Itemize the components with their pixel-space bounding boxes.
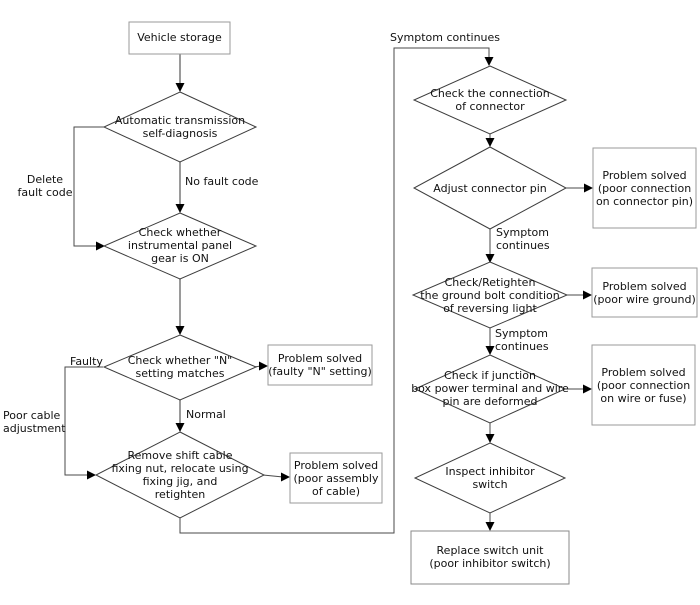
arrowhead-into-solvedcable	[281, 472, 290, 482]
check-ground-diamond	[411, 261, 569, 329]
poor-cable-adjustment-label: Poor cable adjustment	[3, 409, 66, 435]
vehicle-storage-label: Vehicle storage	[137, 31, 222, 44]
inspect-switch-label: Inspect inhibitor switch	[445, 465, 535, 491]
solved-cable-box	[289, 452, 383, 504]
no-fault-code-label: No fault code	[185, 175, 259, 188]
check-panel-diamond	[102, 212, 258, 280]
solved-n-label: Problem solved (faulty "N" setting)	[268, 352, 372, 378]
arrowhead-into-panel	[175, 204, 185, 213]
replace-switch-label: Replace switch unit (poor inhibitor swit…	[429, 544, 551, 570]
replace-switch-box	[410, 530, 570, 585]
symptom-continues-mid2-label: Symptom continues	[495, 327, 549, 353]
connector-delete-fault-loop	[73, 126, 106, 247]
symptom-continues-mid1-label: Symptom continues	[496, 226, 550, 252]
arrowhead-loop-into-panel	[96, 241, 105, 251]
check-junction-diamond	[413, 354, 567, 424]
arrowhead-into-solvedfuse	[583, 384, 592, 394]
remove-cable-label: Remove shift cable fixing nut, relocate …	[111, 449, 249, 501]
check-junction-label: Check if junction box power terminal and…	[411, 369, 569, 408]
autodiag-diamond	[102, 91, 258, 163]
solved-pin-box	[592, 147, 697, 229]
autodiag-label: Automatic transmission self-diagnosis	[114, 114, 246, 140]
arrowhead-into-checkn	[175, 326, 185, 335]
check-panel-label: Check whether instrumental panel gear is…	[127, 226, 233, 265]
adjust-pin-diamond	[412, 146, 568, 230]
solved-fuse-label: Problem solved (poor connection on wire …	[596, 366, 691, 405]
solved-pin-label: Problem solved (poor connection on conne…	[595, 169, 694, 208]
delete-fault-code-label: Delete fault code	[17, 173, 73, 199]
solved-cable-label: Problem solved (poor assembly of cable)	[293, 459, 379, 498]
check-connection-label: Check the connection of connector	[430, 87, 550, 113]
arrowhead-into-junction	[485, 346, 495, 355]
arrowhead-into-adjustpin	[485, 138, 495, 147]
symptom-continues-top-label: Symptom continues	[390, 31, 501, 44]
solved-ground-box	[591, 267, 698, 318]
solved-n-box	[267, 344, 373, 386]
normal-label: Normal	[186, 408, 226, 421]
check-connection-diamond	[412, 65, 568, 135]
arrowhead-into-solvedground	[583, 290, 592, 300]
check-ground-label: Check/Retighten the ground bolt conditio…	[420, 276, 560, 315]
connector-symptom-continues-long	[179, 47, 490, 534]
arrowhead-branch-into-removecable	[87, 470, 96, 480]
connector-faulty-branch	[64, 366, 103, 476]
arrowhead-into-replace	[485, 522, 495, 531]
inspect-switch-diamond	[413, 442, 567, 514]
arrowhead-into-connection	[484, 57, 494, 66]
arrowhead-into-removecable	[175, 423, 185, 432]
check-n-diamond	[102, 334, 258, 401]
check-n-label: Check whether "N" setting matches	[127, 354, 233, 380]
vehicle-storage-box	[128, 21, 231, 55]
adjust-pin-label: Adjust connector pin	[433, 182, 547, 195]
arrowhead-into-solvedpin	[584, 183, 593, 193]
arrowhead-into-solvedn	[259, 361, 268, 371]
arrowhead-into-inspect	[485, 434, 495, 443]
connector-removecable-to-solvedcable	[262, 474, 284, 478]
arrowhead-into-autodiag	[175, 83, 185, 92]
arrowhead-into-ground	[485, 254, 495, 263]
remove-cable-diamond	[94, 431, 266, 519]
solved-fuse-box	[591, 344, 696, 426]
faulty-label: Faulty	[70, 355, 103, 368]
solved-ground-label: Problem solved (poor wire ground)	[593, 280, 696, 306]
